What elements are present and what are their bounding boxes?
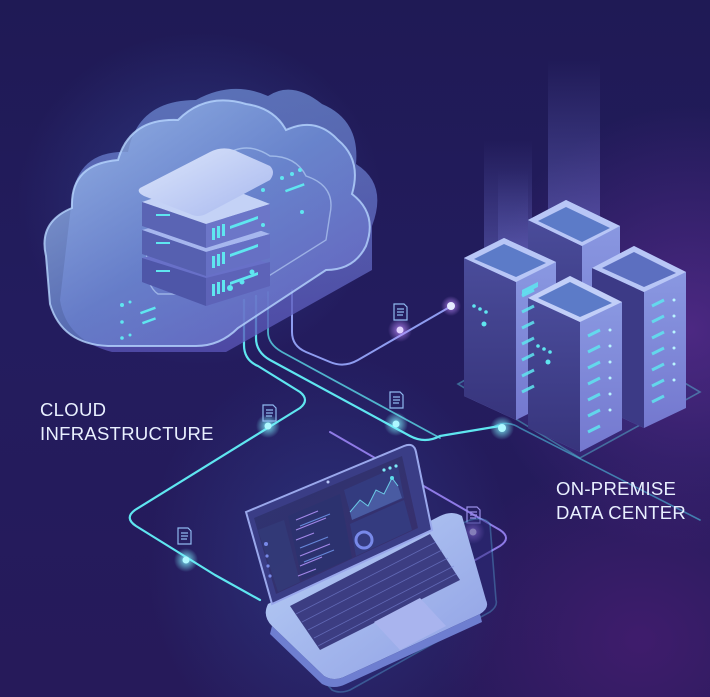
onprem-label-line2: DATA CENTER xyxy=(556,502,687,523)
onprem-label-line1: ON-PREMISE xyxy=(556,478,677,499)
link-cloud-to-datacenter-a xyxy=(254,294,502,442)
link-laptop-to-datacenter xyxy=(329,431,507,585)
document-icon xyxy=(177,527,192,545)
link-cloud-to-datacenter-c xyxy=(291,289,449,366)
on-premise-data-center xyxy=(456,60,702,459)
on-premise-data-center-label: ON-PREMISE DATA CENTER xyxy=(556,477,686,525)
laptop xyxy=(244,443,498,693)
link-cloud-to-laptop xyxy=(128,298,307,602)
document-icon xyxy=(262,404,277,422)
cloud-infrastructure-label: CLOUD INFRASTRUCTURE xyxy=(40,398,214,446)
server-rack xyxy=(528,276,622,452)
cloud-infrastructure xyxy=(43,88,378,352)
document-icon xyxy=(466,506,481,524)
document-icons xyxy=(177,303,481,545)
cloud-server-stack xyxy=(138,148,273,306)
document-icon xyxy=(389,391,404,409)
link-cloud-to-datacenter-b xyxy=(267,291,441,439)
cloud-label-line1: CLOUD xyxy=(40,399,107,420)
document-icon xyxy=(393,303,408,321)
cloud-label-line2: INFRASTRUCTURE xyxy=(40,423,214,444)
